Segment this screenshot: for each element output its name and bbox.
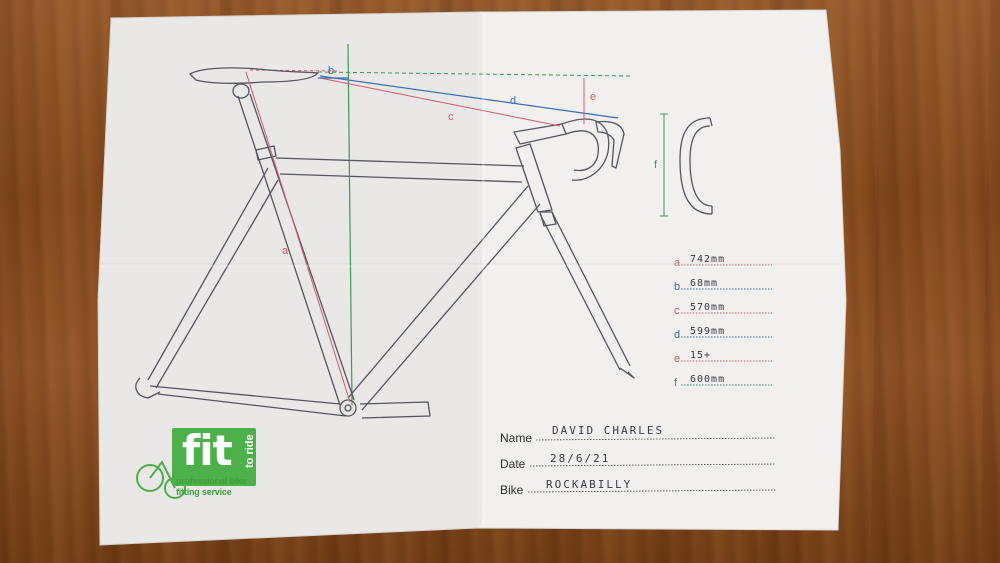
date-label: Date — [500, 457, 526, 471]
label-c: c — [448, 111, 454, 123]
label-d: d — [510, 95, 516, 107]
name-value: DAVID CHARLES — [552, 424, 664, 437]
label-f: f — [654, 159, 658, 171]
dimension-line-c — [319, 77, 561, 127]
measurement-value: 742mm — [690, 254, 725, 265]
dimension-line-d — [319, 75, 619, 119]
logo-badge — [172, 428, 256, 486]
bike-label: Bike — [500, 483, 524, 497]
measurement-letter: d — [674, 329, 680, 341]
measurement-value: 15+ — [690, 350, 711, 361]
logo-tagline-2: fitting service — [176, 487, 232, 497]
paper-fold-horizontal — [100, 262, 840, 268]
label-b: b — [328, 65, 334, 77]
measurement-letter: c — [674, 305, 680, 317]
paper-sheet — [97, 9, 847, 546]
client-form: Name DAVID CHARLES Date 28/6/21 Bike ROC… — [500, 424, 777, 497]
measurement-row-c: c 570mm — [674, 302, 772, 317]
handlebar-width-diagram: f — [654, 113, 713, 217]
measurement-row-f: f 600mm — [674, 374, 772, 389]
label-a: a — [282, 245, 289, 257]
measurement-row-b: b 68mm — [674, 278, 772, 293]
bike-frame — [135, 67, 635, 419]
measurement-value: 68mm — [690, 278, 718, 289]
measurement-letter: a — [674, 257, 681, 269]
label-e: e — [590, 91, 596, 103]
bike-value: ROCKABILLY — [546, 478, 632, 491]
logo-tagline-1: professional bike — [176, 476, 247, 486]
measurement-value: 570mm — [690, 302, 725, 313]
name-label: Name — [500, 431, 532, 445]
measurement-value: 600mm — [690, 374, 725, 385]
measurement-list: a 742mm b 68mm c 570mm d 599mm e 15+ f 6… — [674, 254, 772, 389]
measurement-row-d: d 599mm — [674, 326, 772, 341]
measurement-value: 599mm — [690, 326, 725, 337]
fit-to-ride-logo: fit to ride professional bike fitting se… — [136, 420, 276, 510]
paper-fold-vertical — [478, 14, 486, 524]
logo-brand: fit — [182, 426, 233, 475]
plumb-line — [347, 43, 353, 406]
measurement-row-e: e 15+ — [674, 350, 772, 365]
logo-sub: to ride — [244, 434, 256, 468]
measurement-letter: b — [674, 281, 680, 293]
reference-dashed-line — [317, 71, 631, 77]
date-value: 28/6/21 — [550, 452, 610, 465]
measurement-letter: e — [674, 353, 680, 365]
measurement-letter: f — [674, 377, 678, 389]
measurement-row-a: a 742mm — [674, 254, 772, 269]
dimension-line-a — [245, 71, 351, 403]
